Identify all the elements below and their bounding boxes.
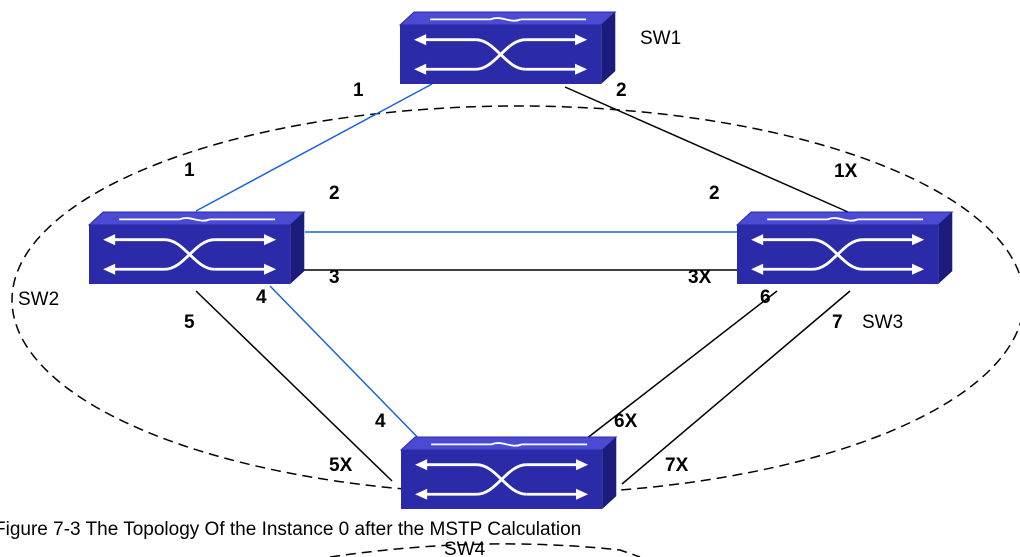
switch-sw2[interactable] (87, 210, 306, 286)
link-sw2-sw4-black (195, 290, 393, 482)
port-label: 7 (832, 312, 843, 333)
sw3-label: SW3 (862, 312, 903, 333)
port-label: 5X (329, 455, 353, 476)
link-sw3-sw4-7 (621, 290, 851, 485)
port-label: 1 (184, 160, 195, 181)
switch-sw4[interactable] (399, 435, 618, 511)
link-sw3-sw4-6 (585, 290, 778, 440)
port-label: 6 (760, 287, 771, 308)
links (195, 83, 851, 485)
port-label: 5 (184, 312, 195, 333)
port-label: 4 (256, 287, 267, 308)
sw4-label: SW4 (444, 539, 486, 557)
figure-caption: Figure 7-3 The Topology Of the Instance … (0, 519, 581, 540)
link-sw1-sw2 (195, 83, 433, 212)
port-label: 6X (614, 411, 638, 432)
port-label: 2 (329, 183, 340, 204)
port-label: 3 (329, 267, 340, 288)
region-ellipse-lower (329, 543, 641, 557)
port-label: 1 (353, 80, 364, 101)
link-sw1-sw3 (564, 86, 849, 213)
sw1-label: SW1 (640, 28, 681, 49)
port-label: 4 (375, 411, 386, 432)
switch-sw3[interactable] (735, 210, 954, 286)
port-label: 2 (616, 80, 627, 101)
sw2-label: SW2 (18, 289, 59, 310)
switch-sw1[interactable] (398, 10, 617, 86)
region-ellipse-upper (11, 105, 1020, 495)
port-label: 1X (834, 161, 858, 182)
port-label: 3X (688, 267, 712, 288)
port-label: 2 (709, 183, 720, 204)
port-label: 7X (665, 455, 689, 476)
link-sw2-sw4-blue (269, 285, 431, 451)
